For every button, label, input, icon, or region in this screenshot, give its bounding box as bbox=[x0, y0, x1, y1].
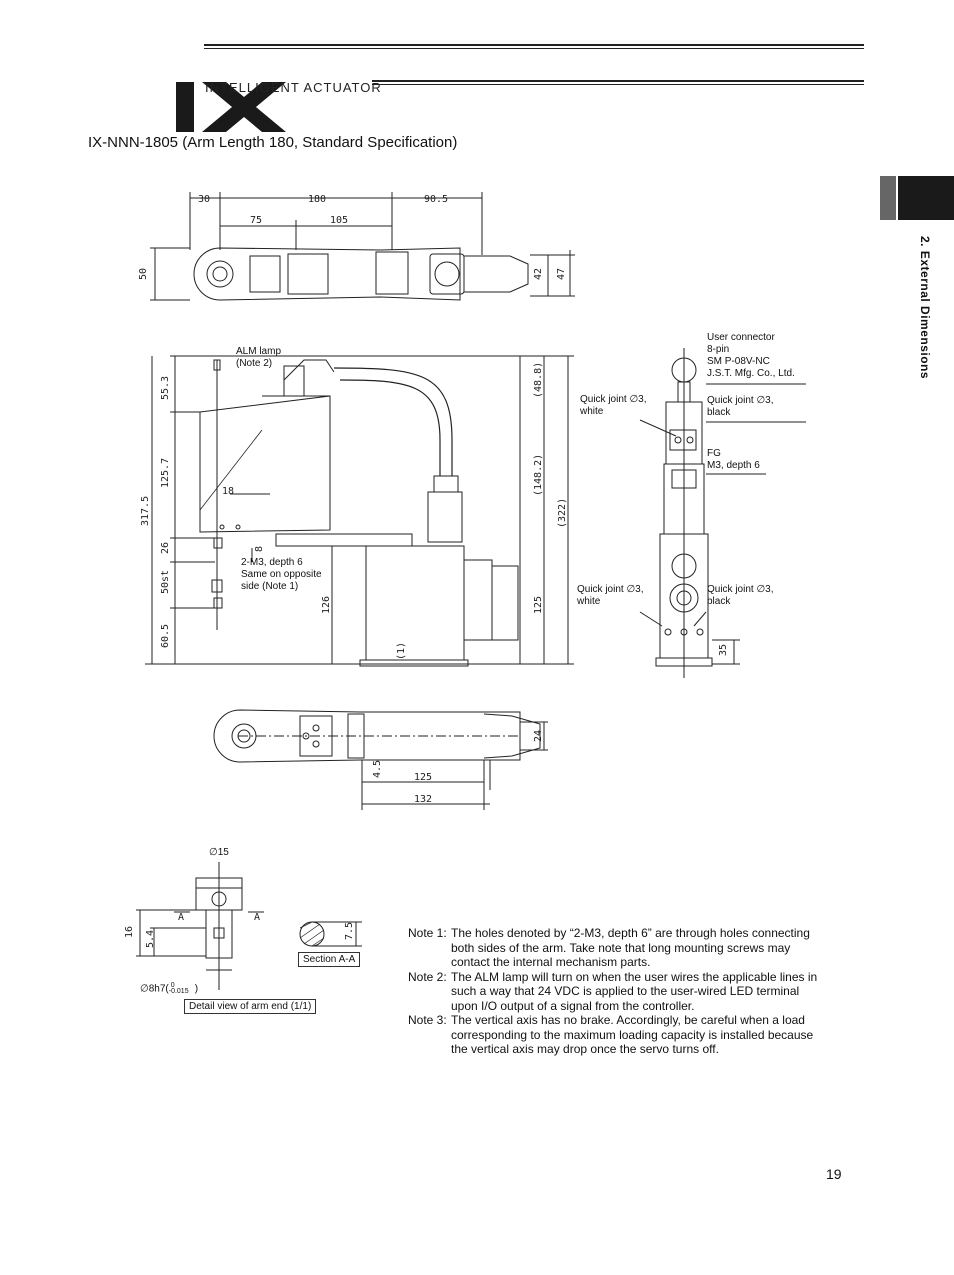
dim-26: 26 bbox=[160, 542, 171, 554]
quick-joint-black-bottom: Quick joint ∅3, black bbox=[707, 584, 774, 607]
dim-42: 42 bbox=[533, 268, 544, 280]
dim-60-5: 60.5 bbox=[160, 624, 171, 648]
dim-7-5: 7.5 bbox=[344, 922, 355, 940]
dim-16: 16 bbox=[124, 926, 135, 938]
note-1: Note 1: The holes denoted by “2-M3, dept… bbox=[408, 926, 828, 970]
page-number: 19 bbox=[826, 1166, 842, 1182]
dim-50: 50 bbox=[138, 268, 149, 280]
side-tab-label: 2. External Dimensions bbox=[918, 236, 932, 380]
section-marker-left: A bbox=[178, 912, 184, 923]
m3-depth-label: 2-M3, depth 6 Same on opposite side (Not… bbox=[241, 557, 322, 592]
shaft-tol-upper: 0 bbox=[170, 982, 175, 989]
quick-joint-white-top: Quick joint ∅3, white bbox=[580, 394, 647, 417]
shaft-close: ) bbox=[194, 983, 199, 995]
dim-148-2: (148.2) bbox=[533, 454, 544, 496]
logo-subtitle: INTELLIGENT ACTUATOR bbox=[205, 80, 382, 95]
dim-1: (1) bbox=[396, 642, 407, 660]
dim-18: 18 bbox=[222, 486, 234, 497]
dim-180: 180 bbox=[308, 194, 326, 205]
side-tab-stripe bbox=[880, 176, 896, 220]
technical-drawing: 30 180 90.5 75 105 50 42 47 55.3 125.7 3… bbox=[124, 192, 806, 990]
alm-lamp-label: ALM lamp (Note 2) bbox=[236, 346, 282, 369]
dim-50st: 50st bbox=[160, 570, 171, 594]
shaft-tol-lower: -0.015 bbox=[168, 988, 189, 995]
section-aa-label: Section A-A bbox=[298, 952, 361, 967]
side-view bbox=[145, 355, 574, 667]
header-rule-top bbox=[204, 44, 864, 46]
dim-322: (322) bbox=[557, 498, 568, 528]
shaft-tolerance-label: ∅8h7(0-0.015) bbox=[140, 971, 198, 996]
detail-view bbox=[136, 862, 362, 990]
note-3: Note 3: The vertical axis has no brake. … bbox=[408, 1013, 828, 1057]
dim-125-side: 125 bbox=[533, 596, 544, 614]
dim-126: 126 bbox=[321, 596, 332, 614]
quick-joint-white-bottom: Quick joint ∅3, white bbox=[577, 584, 644, 607]
dim-35: 35 bbox=[718, 644, 729, 656]
side-tab bbox=[898, 176, 954, 220]
dim-47: 47 bbox=[556, 268, 567, 280]
note-text: The vertical axis has no brake. Accordin… bbox=[451, 1013, 814, 1056]
dim-5-4: 5.4 bbox=[145, 930, 156, 948]
note-2: Note 2: The ALM lamp will turn on when t… bbox=[408, 970, 828, 1014]
dim-8: 8 bbox=[254, 546, 265, 552]
bottom-view bbox=[213, 709, 548, 810]
dim-105: 105 bbox=[330, 215, 348, 226]
note-key: Note 1: bbox=[408, 926, 447, 940]
phi15-label: ∅15 bbox=[209, 847, 229, 858]
dim-30: 30 bbox=[198, 194, 210, 205]
dim-24: 24 bbox=[533, 730, 544, 742]
note-text: The holes denoted by “2-M3, depth 6” are… bbox=[451, 926, 810, 969]
dim-125-7: 125.7 bbox=[160, 458, 171, 488]
shaft-dia: ∅8h7( bbox=[140, 983, 169, 995]
header-rule-bottom bbox=[372, 80, 864, 82]
dim-90-5: 90.5 bbox=[424, 194, 448, 205]
section-marker-right: A bbox=[254, 912, 260, 923]
front-view bbox=[639, 348, 806, 678]
dim-125-bottom: 125 bbox=[414, 772, 432, 783]
fg-label: FG M3, depth 6 bbox=[707, 448, 760, 471]
note-text: The ALM lamp will turn on when the user … bbox=[451, 969, 818, 1013]
dim-75: 75 bbox=[250, 215, 262, 226]
page-title: IX-NNN-1805 (Arm Length 180, Standard Sp… bbox=[88, 134, 458, 151]
dim-48-8: (48.8) bbox=[533, 362, 544, 398]
dim-317-5: 317.5 bbox=[140, 496, 151, 526]
dim-132: 132 bbox=[414, 794, 432, 805]
note-key: Note 3: bbox=[408, 1013, 447, 1027]
header-rule-bottom2 bbox=[372, 84, 864, 85]
notes-section: Note 1: The holes denoted by “2-M3, dept… bbox=[408, 926, 828, 1057]
ix-logo bbox=[176, 82, 286, 132]
header-rule-top2 bbox=[204, 48, 864, 49]
top-view bbox=[150, 192, 575, 301]
quick-joint-black-top: Quick joint ∅3, black bbox=[707, 395, 774, 418]
user-connector-label: User connector 8-pin SM P-08V-NC J.S.T. … bbox=[707, 332, 795, 379]
dim-55-3: 55.3 bbox=[160, 376, 171, 400]
dim-4-5: 4.5 bbox=[372, 760, 383, 778]
note-key: Note 2: bbox=[408, 969, 447, 984]
detail-view-label: Detail view of arm end (1/1) bbox=[184, 999, 317, 1014]
